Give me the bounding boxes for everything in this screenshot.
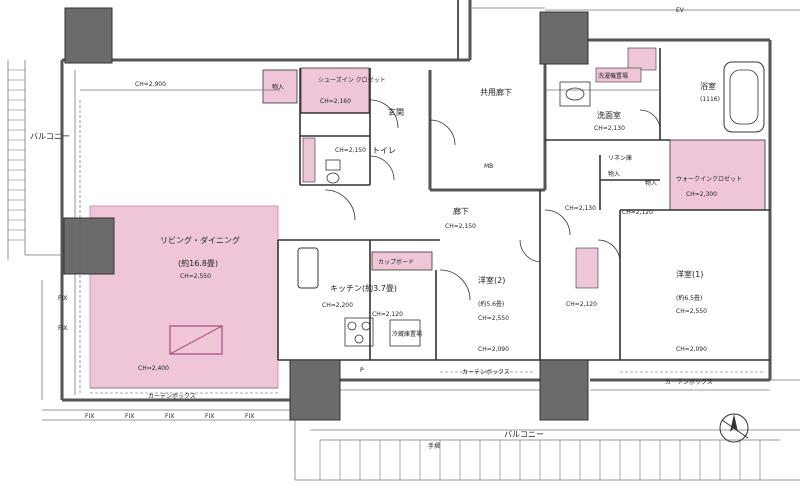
label-fix-5: FIX: [245, 413, 254, 420]
column-bottom-right: [539, 359, 589, 421]
linen-area: [627, 47, 657, 71]
shoes-closet-area: [300, 67, 370, 114]
label-fix-7: FIX: [58, 325, 67, 332]
label-west2: 洋室(2): [478, 275, 505, 285]
label-cupboard: カップボード: [378, 258, 414, 266]
label-west2-ch2: CH=2,090: [478, 346, 509, 353]
label-west2-ch: CH=2,550: [478, 315, 509, 322]
label-shoes-closet: シューズイン クロゼット: [318, 76, 386, 84]
label-curtain-box3: カーテンボックス: [665, 378, 713, 386]
left-railing: [8, 69, 25, 241]
label-entrance: 玄関: [388, 107, 404, 117]
bottom-railing: [319, 440, 761, 480]
label-walkin-ch: CH=2,300: [686, 191, 717, 198]
label-fix-1: FIX: [85, 413, 94, 420]
label-west1-ch2: CH=2,090: [676, 346, 707, 353]
cupboard-area: [371, 251, 433, 271]
label-fix-3: FIX: [165, 413, 174, 420]
label-curtain-box2: カーテンボックス: [462, 368, 510, 376]
label-fridge: 冷蔵庫置場: [392, 330, 422, 338]
washbasin: [559, 81, 591, 107]
label-west1-ch: CH=2,550: [676, 308, 707, 315]
label-ch-2130: CH=2,130: [565, 205, 596, 212]
label-kitchen-ch2: CH=2,120: [372, 311, 403, 318]
label-bathroom: 浴室: [700, 81, 716, 91]
walkin-closet-area: [669, 139, 766, 211]
label-corridor-ch: CH=2,150: [445, 223, 476, 230]
label-living-ch: CH=2,550: [180, 273, 211, 280]
label-pipe-space: P: [360, 367, 364, 374]
label-toilet-ch: CH=2,150: [335, 147, 366, 154]
label-ch-2120: CH=2,120: [622, 209, 653, 216]
fridge-space: [389, 319, 421, 347]
label-fix-6: FIX: [58, 295, 67, 302]
column-left-mid: [63, 217, 115, 275]
label-balcony-bottom: バルコニー: [504, 430, 544, 439]
stove: [344, 317, 374, 347]
label-ch-2120b: CH=2,120: [566, 301, 597, 308]
label-linen: リネン庫: [608, 154, 632, 162]
label-balcony-left: バルコニー: [30, 132, 70, 141]
kitchen-sink: [297, 247, 319, 289]
label-storage-2: 物入: [608, 170, 620, 178]
column-top-right: [539, 11, 589, 65]
washer-area: [595, 67, 642, 83]
column-bottom-mid: [289, 359, 341, 421]
bedroom-storage-area: [575, 247, 599, 289]
label-storage: 物入: [272, 83, 284, 91]
label-ch-2900: CH=2,900: [135, 81, 166, 88]
doors: [324, 99, 661, 301]
label-washroom-ch: CH=2,130: [594, 125, 625, 132]
label-fix-4: FIX: [205, 413, 214, 420]
label-living-ch2: CH=2,400: [138, 365, 169, 372]
label-corridor: 廊下: [453, 206, 469, 216]
compass-icon: [719, 413, 749, 443]
toilet-fixture: [325, 159, 341, 171]
label-kitchen-ch: CH=2,200: [322, 302, 353, 309]
storage-area-top: [262, 69, 298, 104]
toilet-storage-area: [302, 137, 316, 183]
label-toilet: トイレ: [372, 146, 396, 155]
curtain-lines: [79, 100, 765, 395]
label-washer: 洗濯機置場: [598, 72, 628, 80]
column-top-left: [64, 7, 113, 64]
label-shared-corridor: 共用廊下: [480, 87, 512, 97]
label-curtain-box: カーテンボックス: [148, 392, 196, 400]
label-ev: EV: [676, 7, 685, 14]
label-washroom: 洗面室: [597, 110, 621, 120]
label-west1-size: (約6.5畳): [676, 294, 702, 302]
living-dining-area: [89, 205, 279, 389]
label-fix-2: FIX: [125, 413, 134, 420]
label-kitchen: キッチン(約3.7畳): [330, 283, 397, 293]
label-bathroom-size: (1116): [700, 96, 720, 103]
label-living: リビング・ダイニング: [160, 235, 240, 245]
label-storage-3: 物入: [645, 179, 657, 187]
label-shoes-ch: CH=2,160: [320, 98, 351, 105]
label-walkin: ウォークインクロゼット: [676, 175, 742, 183]
label-mb: MB: [484, 163, 493, 170]
bathtub: [723, 61, 765, 133]
interior-walls: [277, 48, 770, 361]
label-west1: 洋室(1): [676, 269, 703, 279]
label-living-size: (約16.8畳): [178, 258, 218, 268]
floor-heating-marker: [169, 325, 223, 355]
label-tesuri: 手摺: [428, 442, 440, 450]
label-west2-size: (約5.6畳): [478, 300, 504, 308]
